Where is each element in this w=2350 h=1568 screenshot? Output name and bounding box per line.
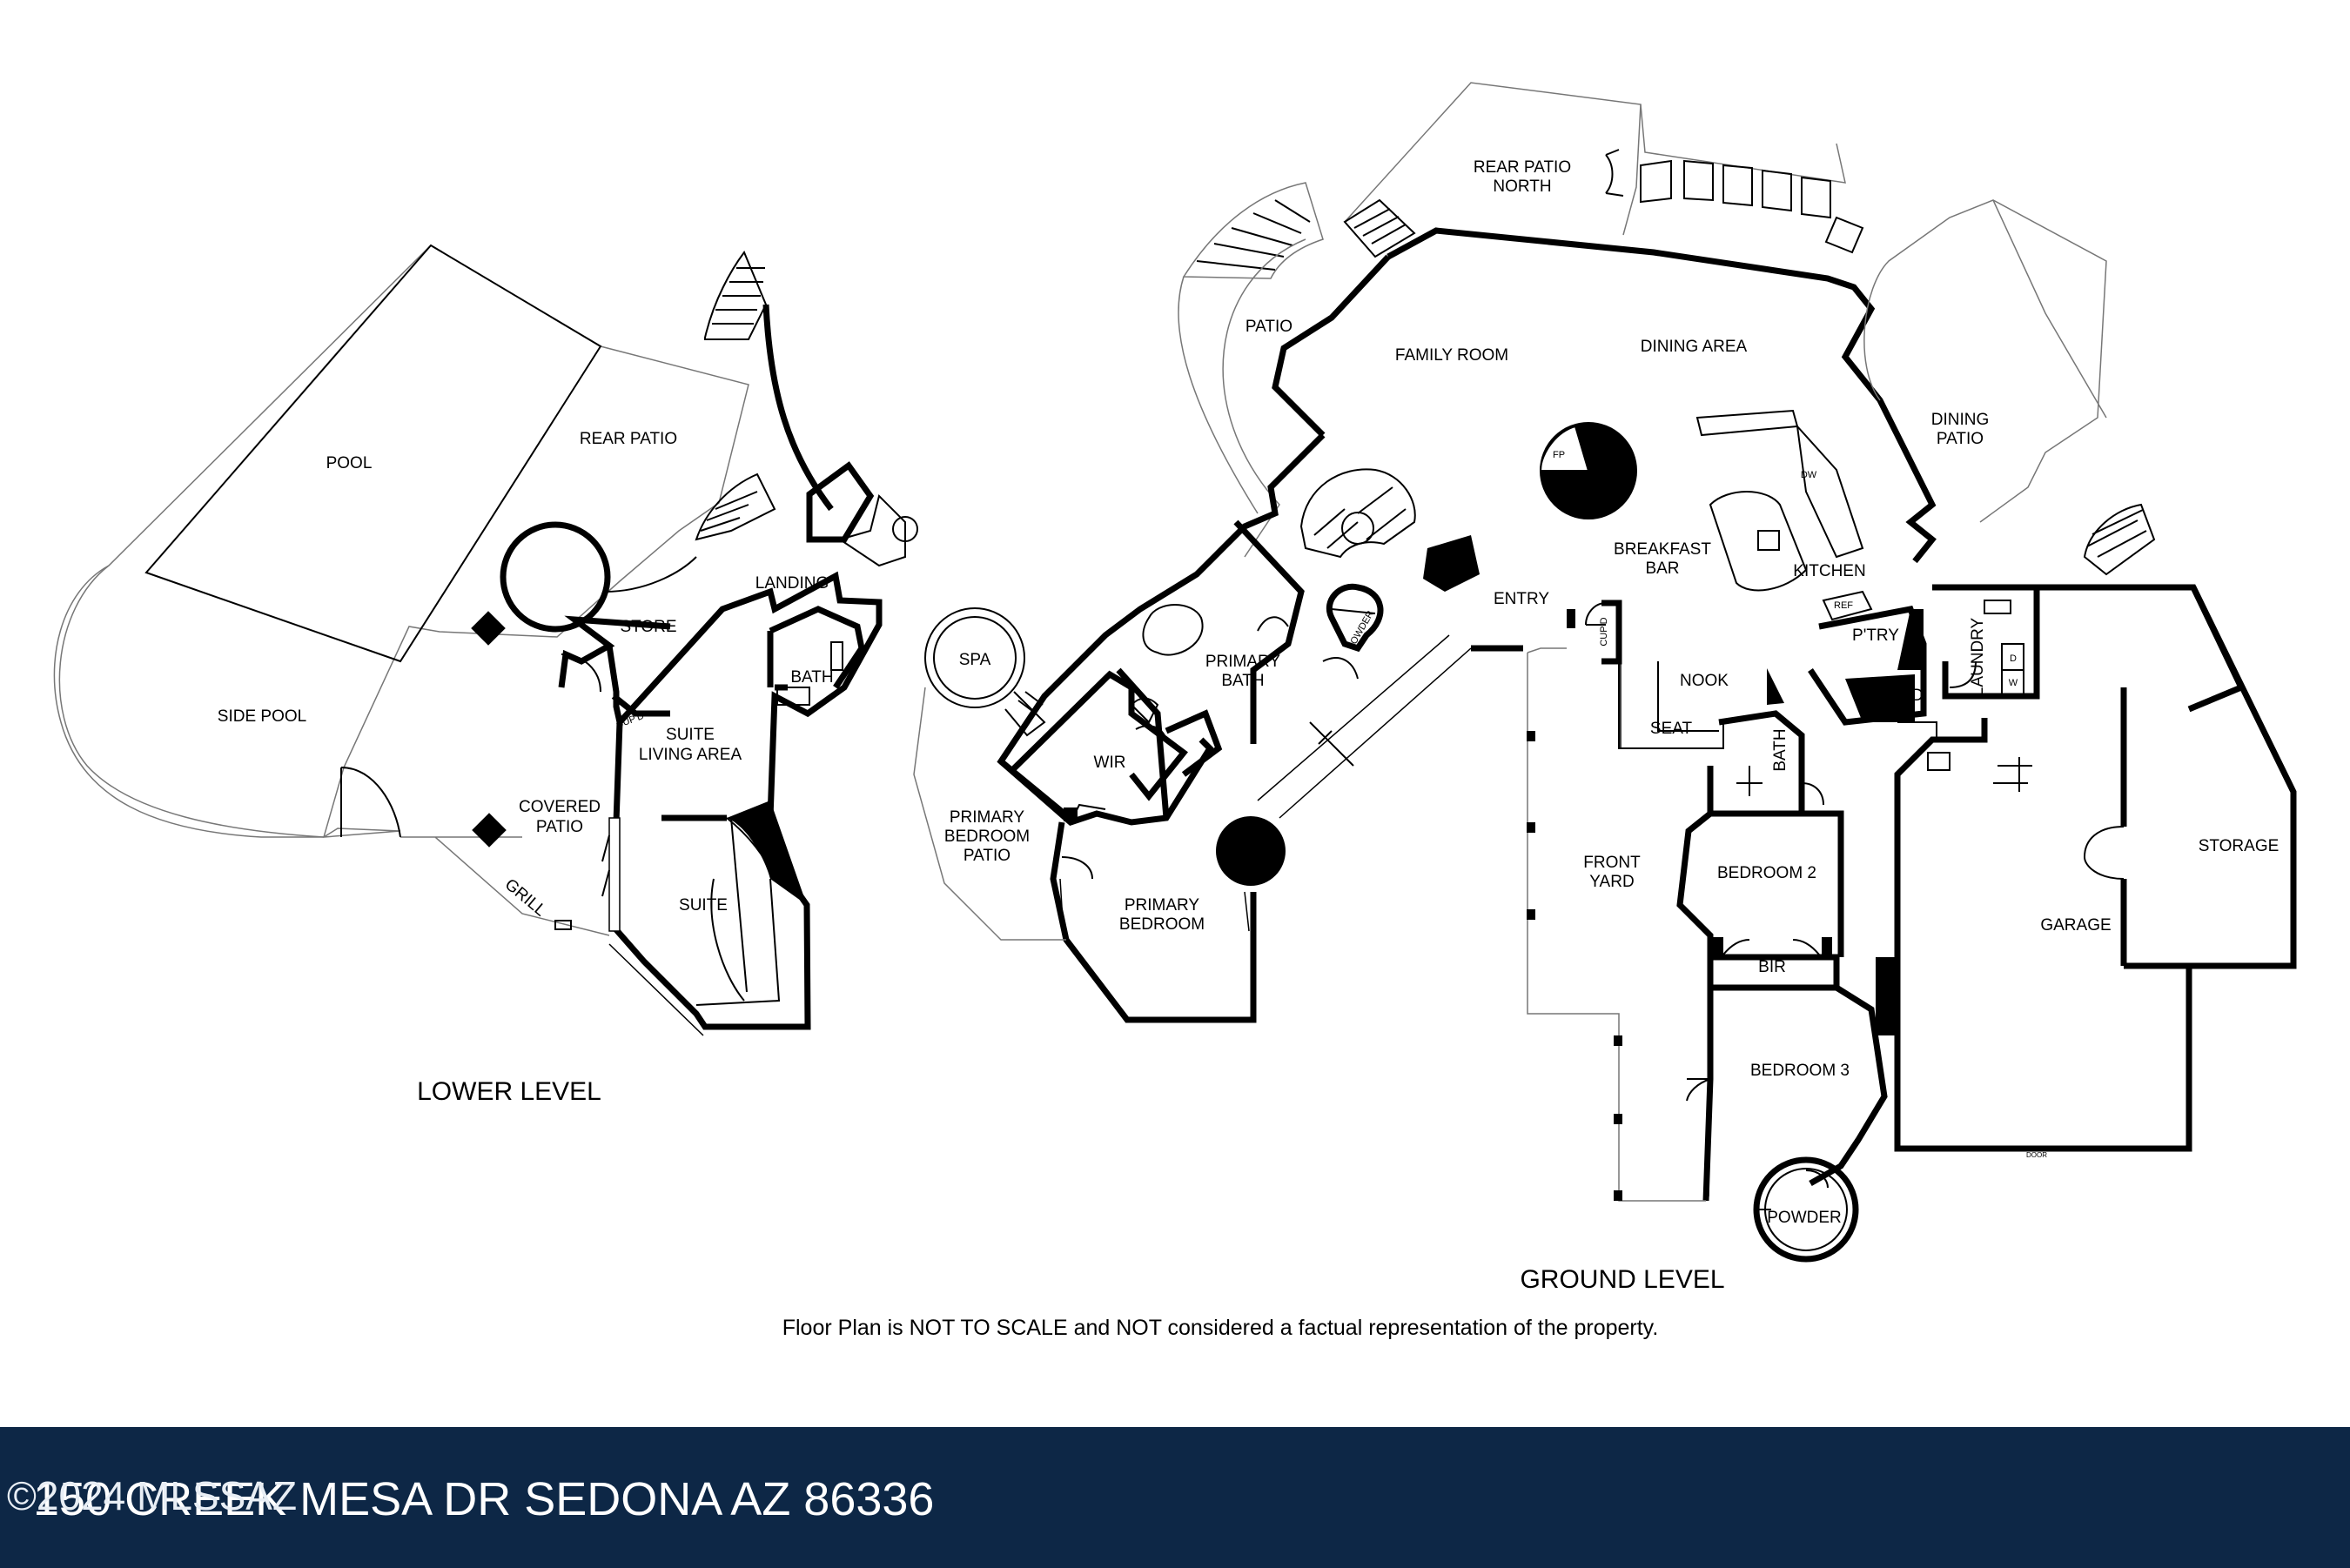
copyright-watermark: ©2024 MLSSAZ	[7, 1473, 298, 1518]
label-breakfast-bar-2: BAR	[1645, 560, 1679, 578]
label-rear-patio: REAR PATIO	[580, 430, 677, 448]
side-door	[340, 767, 401, 838]
label-dryer: D	[2010, 653, 2017, 664]
lower-level-title: LOWER LEVEL	[417, 1077, 601, 1106]
pool-basin	[144, 244, 602, 663]
label-breakfast-bar-1: BREAKFAST	[1614, 540, 1711, 559]
label-cupd-kitchen: CUP'D	[1873, 687, 1923, 705]
label-garage: GARAGE	[2040, 916, 2111, 935]
floor-plan: POOL REAR PATIO SIDE POOL STORE LANDING …	[53, 82, 2297, 1340]
disclaimer-text: Floor Plan is NOT TO SCALE and NOT consi…	[782, 1316, 1659, 1340]
label-bir: BIR	[1758, 958, 1786, 976]
label-storage: STORAGE	[2199, 837, 2280, 855]
label-patio: PATIO	[1246, 318, 1292, 336]
label-spa: SPA	[959, 651, 991, 669]
label-front-yard-2: YARD	[1589, 873, 1634, 891]
curved-wall	[762, 304, 834, 512]
label-suite-living-2: LIVING AREA	[639, 746, 742, 764]
label-fp: FP	[1553, 450, 1565, 460]
label-seat: SEAT	[1650, 720, 1693, 738]
label-covered-patio-2: PATIO	[536, 818, 583, 836]
label-bath-lower: BATH	[790, 668, 833, 687]
property-address: 150 CREEK MESA DR SEDONA AZ 86336	[33, 1473, 935, 1525]
label-landing: LANDING	[755, 574, 829, 593]
spa-circle	[924, 607, 1025, 708]
label-cupd-entry: CUP'D	[1599, 617, 1609, 646]
label-ref: REF	[1834, 600, 1853, 611]
ground-level-plan	[913, 82, 2297, 1263]
label-dw: DW	[1801, 470, 1817, 480]
label-primary-bedroom-patio-3: PATIO	[964, 847, 1010, 865]
label-laundry: LAUNDRY	[1969, 617, 1987, 696]
label-kitchen: KITCHEN	[1793, 562, 1865, 580]
label-pool: POOL	[326, 454, 373, 472]
label-primary-bath-1: PRIMARY	[1205, 653, 1281, 671]
label-rear-patio-north-2: NORTH	[1493, 178, 1551, 196]
label-primary-bedroom-patio-1: PRIMARY	[950, 808, 1025, 827]
primary-bedroom-column	[1216, 816, 1286, 886]
label-washer: W	[2009, 678, 2018, 688]
label-dining-patio-2: PATIO	[1937, 430, 1984, 448]
label-dining-patio-1: DINING	[1931, 411, 1990, 429]
label-bedroom-2: BEDROOM 2	[1717, 864, 1816, 882]
label-bedroom-3: BEDROOM 3	[1750, 1062, 1850, 1080]
lower-spa-circle	[500, 521, 611, 633]
label-nook: NOOK	[1680, 672, 1729, 690]
label-primary-bedroom-2: BEDROOM	[1119, 915, 1205, 934]
label-rear-patio-north-1: REAR PATIO	[1474, 158, 1571, 177]
listing-footer-bar: 150 CREEK MESA DR SEDONA AZ 86336 ©2024 …	[0, 1427, 2350, 1568]
label-garage-door: DOOR	[2026, 1151, 2047, 1159]
label-primary-bedroom-patio-2: BEDROOM	[944, 828, 1030, 846]
label-primary-bedroom-1: PRIMARY	[1125, 896, 1200, 915]
label-bath-ground: BATH	[1771, 728, 1789, 771]
label-dining-area: DINING AREA	[1641, 338, 1748, 356]
grill-icon	[554, 920, 572, 930]
label-primary-bath-2: BATH	[1221, 672, 1264, 690]
label-side-pool: SIDE POOL	[218, 707, 306, 726]
label-store: STORE	[620, 618, 676, 636]
label-grill: GRILL	[501, 875, 550, 920]
label-entry: ENTRY	[1494, 590, 1549, 608]
label-covered-patio-1: COVERED	[519, 798, 601, 816]
label-ptry: P'TRY	[1852, 627, 1899, 645]
label-suite-living-1: SUITE	[666, 726, 715, 744]
lower-level-plan	[53, 244, 918, 1036]
label-wir: WIR	[1094, 754, 1126, 772]
label-powder: POWDER	[1767, 1209, 1842, 1227]
label-front-yard-1: FRONT	[1583, 854, 1641, 872]
label-suite: SUITE	[679, 896, 728, 915]
ground-level-title: GROUND LEVEL	[1520, 1265, 1724, 1294]
label-family-room: FAMILY ROOM	[1395, 346, 1508, 365]
